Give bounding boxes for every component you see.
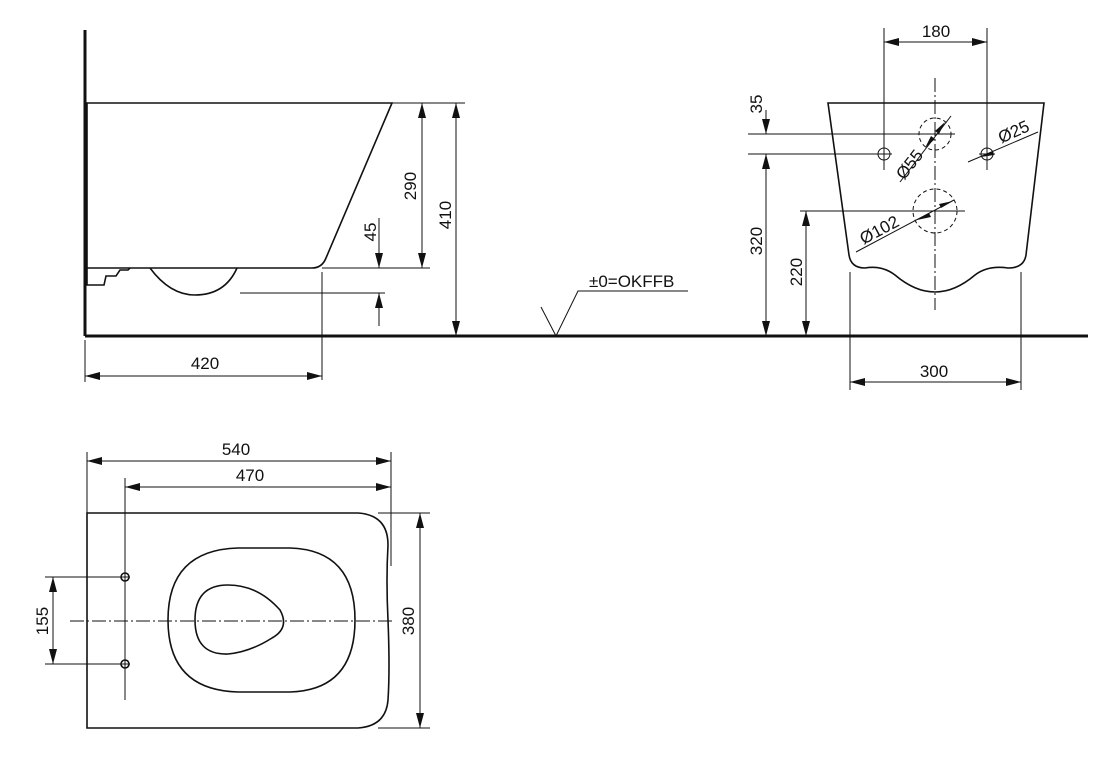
arrow-head <box>981 151 994 157</box>
front-view: 180 35 320 220 300 Ø55 Ø25 <box>747 22 1045 390</box>
leader-102 <box>855 199 955 253</box>
arrow-head <box>85 372 100 380</box>
arrow-head <box>452 103 460 118</box>
arrow-head <box>762 119 770 134</box>
arrow-head <box>884 38 899 46</box>
arrow-head <box>125 483 140 491</box>
arrow-head <box>376 483 391 491</box>
dim-380-label: 380 <box>399 607 418 635</box>
arrow-head <box>802 211 810 226</box>
arrow-head <box>418 253 426 268</box>
arrow-head <box>925 136 935 148</box>
arrow-head <box>375 253 383 268</box>
dim-55-label: Ø55 <box>892 146 927 183</box>
top-seat-ring <box>167 547 356 693</box>
arrow-head <box>1006 378 1021 386</box>
arrow-head <box>49 577 57 592</box>
arrow-head <box>850 378 865 386</box>
arrow-head <box>416 513 424 528</box>
top-outer-outline <box>86 512 390 729</box>
arrow-head <box>802 321 810 336</box>
dim-290-label: 290 <box>401 172 420 200</box>
dim-102-label: Ø102 <box>857 212 903 248</box>
side-view: 290 410 45 420 ±0=OKFFB <box>83 30 1088 382</box>
side-bracket <box>86 267 131 286</box>
dim-300-label: 300 <box>920 362 948 381</box>
arrow-head <box>452 321 460 336</box>
arrow-head <box>917 213 931 220</box>
top-view: 540 470 380 155 <box>33 440 430 729</box>
dim-410-label: 410 <box>436 201 455 229</box>
leader-25 <box>967 131 1039 163</box>
arrow-head <box>972 38 987 46</box>
floor-ref-label: ±0=OKFFB <box>589 272 674 291</box>
arrow-head <box>49 649 57 664</box>
dim-35-label: 35 <box>747 95 766 114</box>
top-bowl-opening <box>194 584 285 655</box>
dim-220-label: 220 <box>787 258 806 286</box>
dim-155-label: 155 <box>33 607 52 635</box>
arrow-head <box>416 713 424 728</box>
arrow-head <box>935 122 945 134</box>
side-outlet-bulge <box>149 267 238 296</box>
side-bowl-outline <box>86 102 394 269</box>
dim-180-label: 180 <box>922 22 950 41</box>
arrow-head <box>762 154 770 169</box>
arrow-head <box>376 457 391 465</box>
dim-45-label: 45 <box>361 223 380 242</box>
arrow-head <box>307 372 322 380</box>
arrow-head <box>939 201 953 208</box>
arrow-head <box>762 321 770 336</box>
dim-470-label: 470 <box>236 466 264 485</box>
dim-420-label: 420 <box>191 354 219 373</box>
arrow-head <box>87 457 102 465</box>
dim-320-label: 320 <box>747 227 766 255</box>
arrow-head <box>418 103 426 118</box>
arrow-head <box>375 293 383 308</box>
floor-ref-symbol <box>540 290 688 338</box>
dim-540-label: 540 <box>222 440 250 459</box>
front-bowl-outline <box>827 102 1045 293</box>
